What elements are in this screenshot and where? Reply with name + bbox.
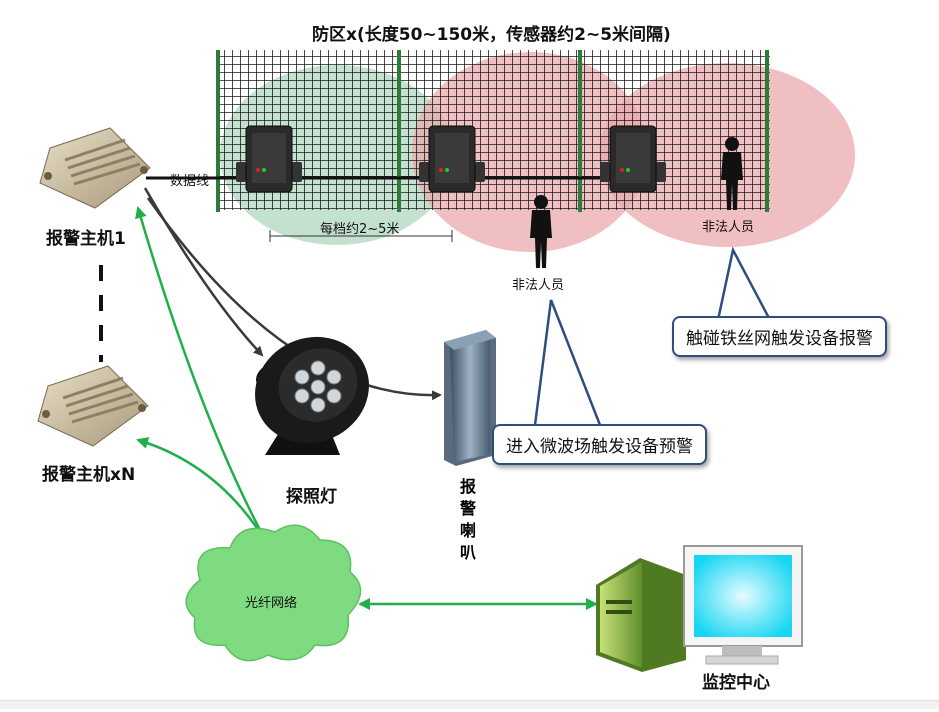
fence-sensor-1 [236, 125, 302, 193]
speaker-label-char-4: 叭 [459, 543, 476, 562]
fence-post-4 [765, 50, 769, 212]
alarm-host-1 [39, 127, 151, 209]
intruder-label-2: 非法人员 [702, 220, 755, 235]
monitor-center-workstation [596, 545, 803, 672]
microwave-warning-callout: 进入微波场触发设备预警 [492, 424, 707, 465]
network-links [135, 206, 598, 610]
speaker-label-char-3: 喇 [459, 521, 476, 540]
fence [216, 50, 770, 212]
speaker-label: 报 警 喇 叭 [458, 476, 478, 564]
fence-sensor-3 [600, 125, 666, 193]
searchlight-label: 探照灯 [286, 487, 337, 507]
data-line-label: 数据线 [170, 174, 210, 189]
link-hostn-fiber [136, 437, 270, 546]
speaker-label-char-1: 报 [459, 477, 476, 496]
spacing-label: 每档约2~5米 [320, 222, 400, 237]
intruder-figure-1 [530, 195, 552, 268]
alarm-host-n-label: 报警主机xN [42, 465, 136, 485]
arrow-to-searchlight [143, 187, 264, 357]
fence-post-3 [578, 50, 582, 212]
searchlight [255, 336, 369, 455]
fence-post-2 [397, 50, 401, 212]
alarm-host-1-label: 报警主机1 [46, 229, 126, 249]
callout-pointers [533, 246, 772, 426]
bottom-strip [0, 700, 939, 709]
fiber-network-label: 光纤网络 [245, 596, 298, 611]
intruder-figure-2 [721, 137, 743, 210]
spacing-dimension [269, 230, 453, 242]
monitor-center-label: 监控中心 [702, 673, 770, 693]
fence-mesh [218, 50, 770, 210]
alarm-speaker [444, 330, 496, 466]
intruder-label-1: 非法人员 [512, 278, 565, 293]
speaker-label-char-2: 警 [459, 499, 476, 518]
fence-alarm-callout: 触碰铁丝网触发设备报警 [672, 316, 887, 357]
fence-sensor-2 [419, 125, 485, 193]
fence-post-1 [216, 50, 220, 212]
link-host1-fiber [135, 206, 270, 547]
zone-title: 防区x(长度50~150米，传感器约2~5米间隔) [312, 25, 671, 45]
alarm-host-n [37, 365, 149, 447]
fiber-network-cloud [185, 524, 362, 662]
